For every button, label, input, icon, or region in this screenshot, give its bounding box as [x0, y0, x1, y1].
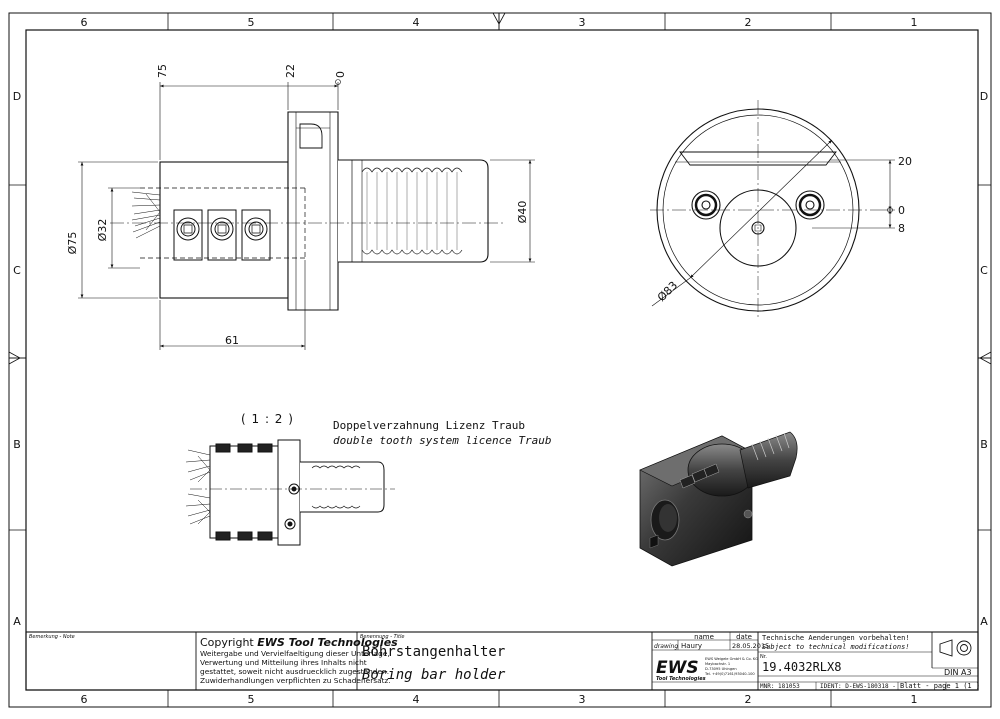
col-label-bottom: 1: [911, 693, 918, 706]
col-label-top: 6: [81, 16, 88, 29]
col-label-bottom: 4: [413, 693, 420, 706]
dim-diameter-32: Ø32: [96, 219, 109, 242]
dim-length-75: 75: [156, 64, 169, 78]
title-block-text: Bemerkung - Note Copyright EWS Tool Tech…: [29, 633, 980, 690]
sheet-border: [8, 12, 992, 708]
col-label-bottom: 6: [81, 693, 88, 706]
dim-diameter-40: Ø40: [516, 201, 529, 224]
row-label-left: C: [13, 264, 21, 277]
col-label-top: 5: [248, 16, 255, 29]
sheet-page: Blatt - page 1 (1 ): [900, 682, 980, 690]
title-english: Boring bar holder: [362, 667, 506, 683]
dim-offset-20: 20: [898, 155, 912, 168]
row-label-right: C: [980, 264, 988, 277]
paper-format: DIN A3: [944, 668, 972, 677]
copyright-line: Zuwiderhandlungen verpflichten zu Schade…: [200, 676, 391, 685]
row-label-left: A: [13, 615, 21, 628]
small-view-labels: ( 1 : 2 ) Doppelverzahnung Lizenz Traub …: [241, 412, 552, 447]
dim-diameter-83: Ø83: [655, 279, 680, 304]
dim-length-61: 61: [225, 334, 239, 347]
row-label-right: A: [980, 615, 988, 628]
col-label-top: 3: [579, 16, 586, 29]
note-german: Doppelverzahnung Lizenz Traub: [333, 419, 525, 432]
date-header: date: [736, 633, 752, 641]
copyright-title: Copyright EWS Tool Technologies: [200, 636, 398, 649]
col-label-bottom: 2: [745, 693, 752, 706]
nr-label: Nr.: [760, 654, 767, 660]
drawn-by: Haury: [681, 642, 702, 650]
drawing-date: 28.05.2015: [732, 642, 769, 650]
row-labels: D C B A D C B A: [13, 90, 988, 628]
col-label-top: 2: [745, 16, 752, 29]
dim-offset-0: 0: [898, 204, 905, 217]
col-label-bottom: 5: [248, 693, 255, 706]
front-view: [650, 100, 895, 320]
modification-note-de: Technische Aenderungen vorbehalten!: [762, 634, 910, 642]
title-block: [25, 631, 979, 691]
side-view: [78, 79, 535, 350]
remark-label: Bemerkung - Note: [29, 634, 75, 640]
dim-length-22: 22: [284, 64, 297, 78]
col-label-bottom: 3: [579, 693, 586, 706]
name-header: name: [694, 633, 714, 641]
mnr: MNR: 181053: [760, 683, 800, 690]
row-label-left: B: [13, 438, 21, 451]
col-label-top: 4: [413, 16, 420, 29]
ident: IDENT: D-EWS-180318 -: [820, 683, 896, 690]
row-label-right: B: [980, 438, 988, 451]
ews-logo: EWS Tool Technologies: [656, 658, 706, 682]
col-label-top: 1: [911, 16, 918, 29]
title-german: Bohrstangenhalter: [362, 644, 505, 660]
copyright-line: Verwertung und Mitteilung ihres Inhalts …: [200, 658, 367, 667]
isometric-render: [639, 431, 798, 567]
part-number: 19.4032RLX8: [762, 660, 841, 674]
side-view-dimensions: 75 22 0 Ø75 Ø32 Ø40 61: [66, 64, 529, 347]
company-line: D-73095 Uhingen: [705, 667, 737, 671]
copyright-line: Weitergabe und Vervielfaeltigung dieser …: [200, 649, 390, 658]
company-line: EWS Weigele GmbH & Co. KG: [705, 657, 758, 661]
modification-note-en: Subject to technical modifications!: [762, 643, 910, 651]
copyright-line: gestattet, soweit nicht ausdruecklich zu…: [200, 667, 389, 676]
dim-diameter-75: Ø75: [66, 232, 79, 255]
company-line: Tel. +49(0)7161/93040-100: [704, 672, 755, 676]
dim-offset-8: 8: [898, 222, 905, 235]
svg-text:EWS: EWS: [656, 658, 699, 678]
small-view: [185, 439, 395, 546]
shank-teeth: [361, 167, 463, 255]
row-label-left: D: [13, 90, 21, 103]
drawing-label: drawing: [654, 643, 678, 650]
row-label-right: D: [980, 90, 988, 103]
column-labels: 6 5 4 3 2 1 6 5 4 3 2 1: [81, 16, 918, 706]
company-line: Maybachstr. 1: [705, 662, 730, 666]
note-english: double tooth system licence Traub: [333, 434, 552, 447]
title-label: Benennung - Title: [360, 634, 404, 640]
scale-label: ( 1 : 2 ): [241, 412, 294, 426]
dim-zero: 0: [334, 71, 347, 78]
svg-text:Tool Technologies: Tool Technologies: [656, 676, 706, 682]
